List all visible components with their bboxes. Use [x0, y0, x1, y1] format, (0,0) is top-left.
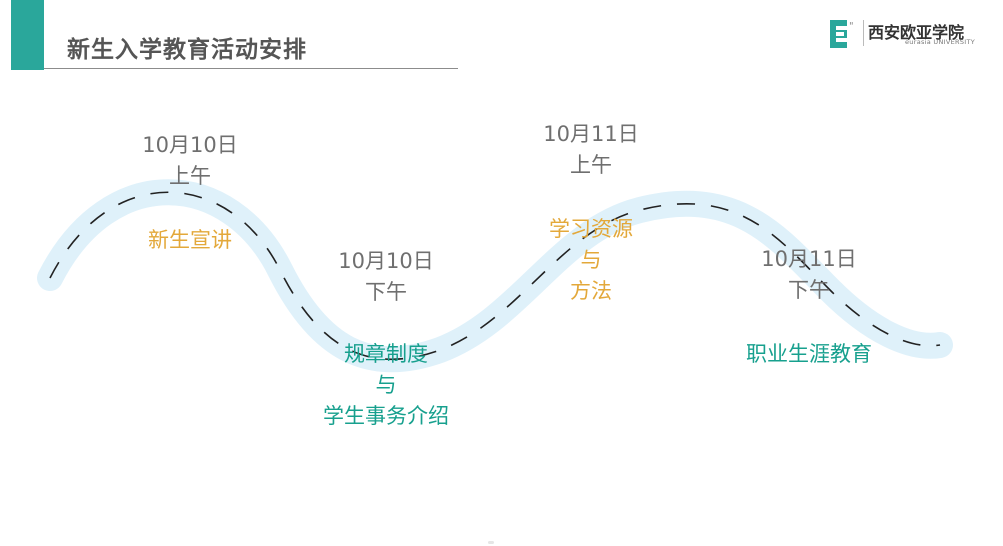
title-underline: [44, 68, 458, 69]
event-2-activity-line: 学生事务介绍: [323, 404, 449, 428]
event-1-activity: 新生宣讲: [148, 225, 232, 256]
event-3-datetime: 10月11日 上午: [543, 119, 638, 181]
svg-text:": ": [849, 21, 854, 32]
event-2-activity: 规章制度 与 学生事务介绍: [323, 339, 449, 432]
event-2-activity-line: 与: [375, 373, 397, 397]
event-3-activity: 学习资源 与 方法: [549, 214, 633, 307]
event-2-activity-line: 规章制度: [344, 342, 428, 366]
logo-divider: [863, 20, 864, 46]
event-2-datetime: 10月10日 下午: [338, 246, 433, 308]
event-4-date: 10月11日: [761, 247, 857, 271]
event-2-period: 下午: [364, 280, 407, 304]
event-1-period: 上午: [168, 164, 211, 188]
event-4-activity: 职业生涯教育: [746, 339, 872, 370]
event-4-activity-line: 职业生涯教育: [746, 342, 872, 366]
university-logo: " 西安欧亚学院 eurasia UNIVERSITY: [830, 18, 995, 50]
event-1-date: 10月10日: [142, 133, 238, 157]
event-4-datetime: 10月11日 下午: [761, 244, 856, 306]
title-accent-bar: [11, 0, 44, 70]
timeline-dashed-line: [49, 191, 941, 361]
event-4-period: 下午: [787, 278, 830, 302]
eurasia-e-logo-icon: ": [830, 20, 854, 48]
event-3-activity-line: 方法: [570, 279, 612, 303]
event-3-activity-line: 学习资源: [549, 217, 633, 241]
event-1-datetime: 10月10日 上午: [142, 130, 237, 192]
university-name-en: eurasia UNIVERSITY: [905, 38, 976, 46]
event-2-date: 10月10日: [338, 249, 434, 273]
university-name-cn: 西安欧亚学院: [868, 23, 965, 42]
event-1-activity-line: 新生宣讲: [148, 228, 232, 252]
event-3-date: 10月11日: [543, 122, 639, 146]
page-title: 新生入学教育活动安排: [67, 37, 307, 63]
event-3-period: 上午: [569, 153, 612, 177]
slide-marker: [488, 541, 494, 544]
event-3-activity-line: 与: [580, 248, 602, 272]
